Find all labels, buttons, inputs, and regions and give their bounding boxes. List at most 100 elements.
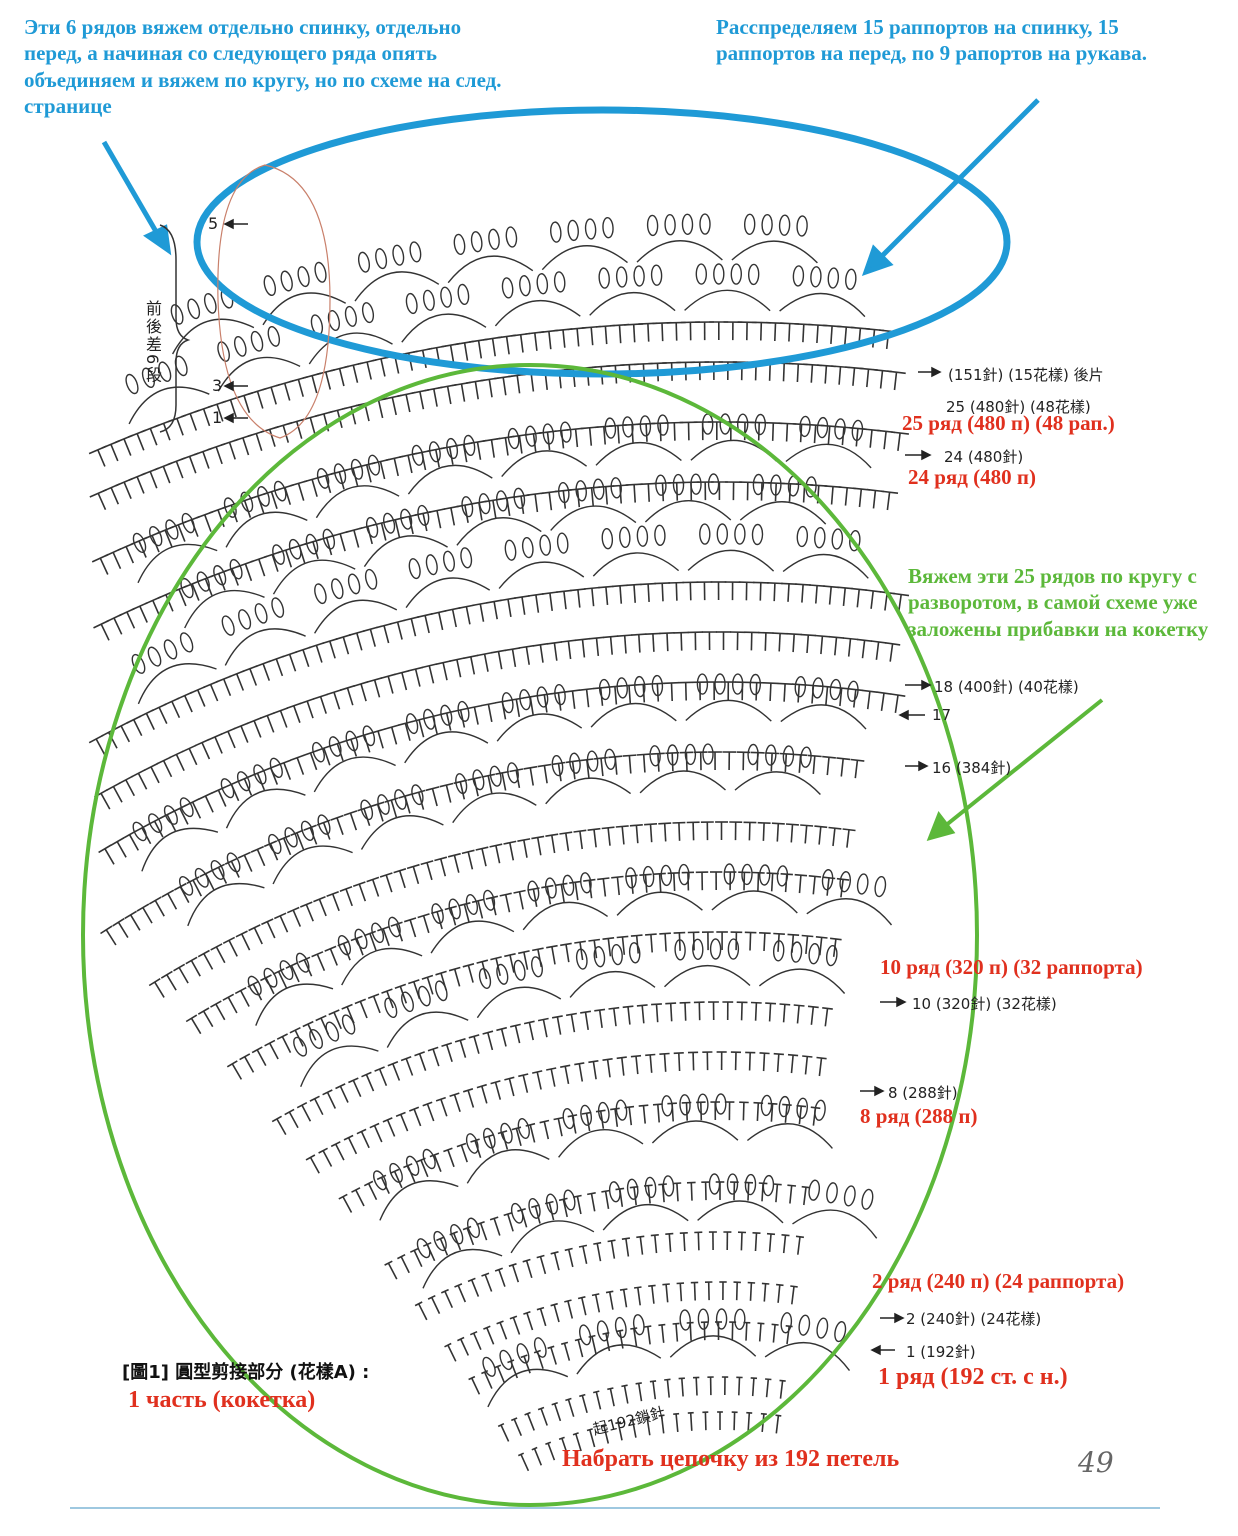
stitch-top — [403, 917, 417, 923]
stitch-mark — [460, 383, 466, 402]
petal — [826, 1182, 838, 1204]
stitch-mark — [633, 1328, 638, 1347]
stitch-top — [439, 710, 454, 716]
stitch-mark — [660, 1415, 665, 1434]
stitch-top — [420, 860, 434, 866]
stitch-mark — [125, 546, 135, 564]
stitch-top — [343, 1134, 354, 1141]
stitch-mark — [623, 635, 627, 654]
stitch-top — [298, 956, 311, 964]
petal — [521, 536, 534, 559]
stitch-mark — [350, 739, 358, 757]
stitch-top — [255, 660, 271, 668]
petal — [440, 286, 453, 308]
stitch-mark — [473, 1036, 480, 1054]
stitch-mark — [775, 1184, 779, 1203]
stitch-top — [299, 697, 315, 705]
stitch-mark — [783, 683, 786, 702]
stitch-mark — [145, 713, 155, 730]
stitch-top — [572, 1432, 579, 1436]
stitch-top — [629, 1418, 636, 1422]
stitch-top — [486, 599, 503, 604]
stitch-mark — [523, 951, 529, 970]
stitch-top — [338, 1193, 348, 1200]
stitch-mark — [627, 1006, 631, 1025]
stitch-mark — [529, 767, 534, 786]
stitch-mark — [575, 1433, 582, 1452]
stitch-top — [509, 768, 524, 773]
stitch-mark — [689, 582, 692, 601]
stitch-top — [635, 683, 651, 686]
stitch-top — [601, 1424, 607, 1428]
stitch-top — [510, 1023, 521, 1028]
stitch-mark — [805, 935, 809, 954]
stitch-mark — [879, 370, 884, 389]
stitch-mark — [788, 323, 791, 342]
shell-arc — [792, 1209, 878, 1239]
stitch-mark — [309, 417, 316, 436]
stitch-mark — [467, 1090, 475, 1108]
petal — [411, 784, 424, 806]
stitch-mark — [832, 938, 837, 957]
petal — [409, 241, 422, 263]
petal — [536, 686, 549, 708]
stitch-mark — [175, 754, 185, 772]
stitch-mark — [733, 1412, 736, 1431]
stitch-top — [113, 721, 129, 731]
stitch-top — [650, 1234, 659, 1237]
petal — [213, 565, 227, 586]
stitch-mark — [826, 757, 830, 776]
stitch-mark — [313, 1098, 324, 1116]
stitch-mark — [806, 635, 810, 654]
stitch-top — [876, 691, 892, 695]
stitch-top — [268, 655, 285, 663]
stitch-top — [285, 962, 298, 969]
stitch-top — [216, 675, 232, 683]
stitch-mark — [661, 583, 664, 602]
stitch-top — [822, 1007, 833, 1010]
row17-label: 17 — [932, 706, 952, 724]
stitch-mark — [695, 1377, 698, 1396]
petal — [782, 745, 795, 767]
stitch-top — [579, 1393, 586, 1398]
petal — [664, 214, 676, 236]
stitch-mark — [279, 915, 289, 933]
stitch-top — [773, 932, 785, 935]
stitch-top — [427, 1294, 436, 1300]
stitch-top — [665, 1002, 677, 1005]
stitch-mark — [539, 1308, 547, 1327]
stitch-top — [586, 1428, 593, 1432]
petal — [405, 713, 419, 735]
stitch-mark — [365, 1074, 375, 1092]
petal — [654, 524, 666, 546]
stitch-mark — [338, 471, 345, 490]
stitch-top — [384, 1260, 393, 1266]
stitch-mark — [377, 400, 384, 419]
stitch-mark — [548, 1202, 555, 1221]
petal — [556, 532, 569, 554]
stitch-mark — [630, 875, 634, 894]
petal — [649, 745, 661, 767]
stitch-mark — [588, 427, 593, 446]
stitch-top — [814, 825, 828, 829]
stitch-top — [611, 484, 629, 487]
stitch-top — [757, 1322, 765, 1325]
stitch-top — [816, 1056, 827, 1060]
stitch-top — [284, 1108, 295, 1116]
stitch-mark — [534, 332, 538, 351]
stitch-top — [485, 895, 499, 900]
stitch-mark — [404, 723, 411, 741]
stitch-top — [564, 1299, 572, 1303]
stitch-top — [822, 755, 836, 759]
stitch-mark — [432, 1048, 440, 1067]
stitch-mark — [556, 1016, 562, 1035]
stitch-mark — [216, 404, 224, 422]
shell-arc — [569, 970, 656, 998]
stitch-top — [403, 616, 420, 622]
stitch-mark — [477, 900, 484, 919]
stitch-mark — [866, 369, 870, 388]
stitch-top — [800, 824, 814, 827]
stitch-mark — [784, 753, 788, 772]
stitch-top — [264, 1039, 276, 1047]
